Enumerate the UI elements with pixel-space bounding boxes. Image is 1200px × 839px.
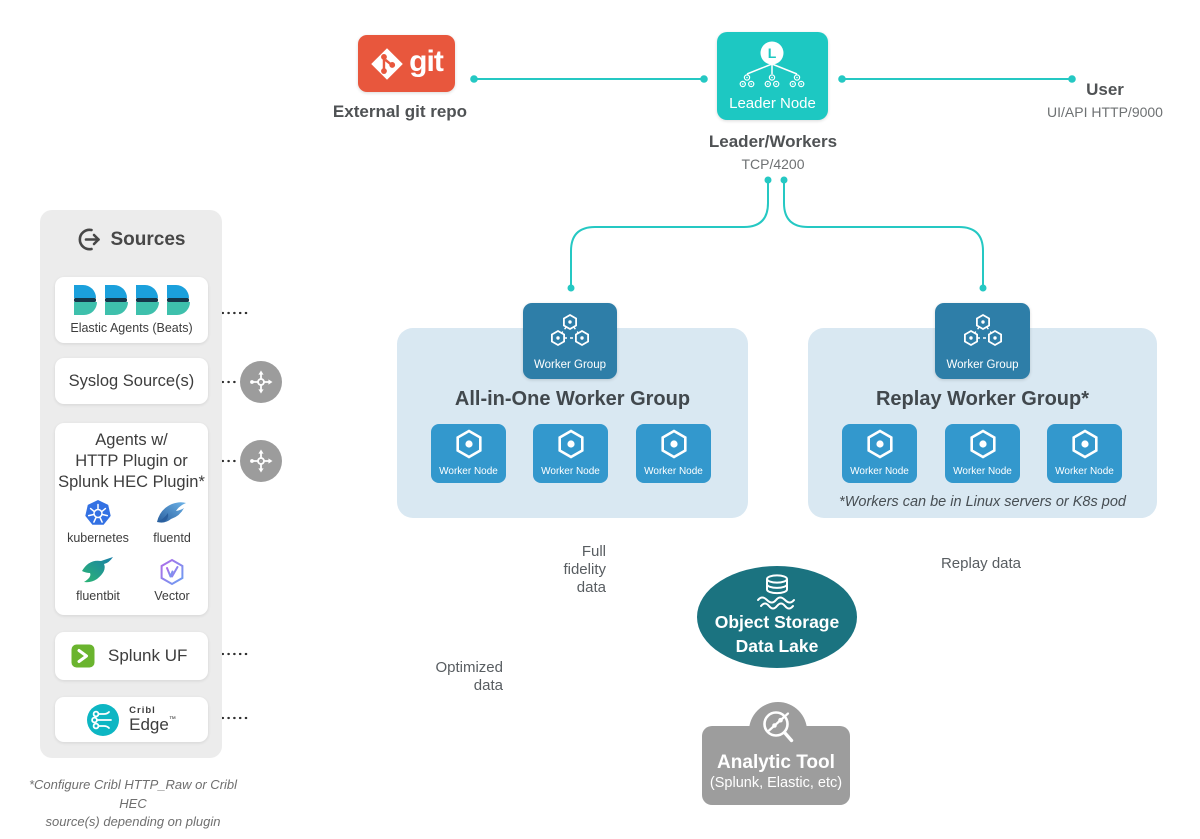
- analytic-tool-box: Analytic Tool (Splunk, Elastic, etc): [702, 726, 850, 805]
- cribl-edge-wordmark: Cribl Edge™: [129, 705, 176, 734]
- fluentbit-label: fluentbit: [76, 589, 120, 603]
- worker-node-label: Worker Node: [1055, 466, 1114, 477]
- worker-node-label: Worker Node: [644, 466, 703, 477]
- card-splunk-uf: Splunk UF: [55, 632, 208, 680]
- leader-node-label: Leader Node: [729, 95, 816, 112]
- branch-endpoint-dots: [567, 176, 987, 292]
- vector-icon: [160, 558, 184, 586]
- fluentbit-icon: [82, 557, 113, 583]
- vector-label: Vector: [154, 589, 190, 603]
- kubernetes-label: kubernetes: [67, 531, 129, 545]
- worker-node-icon: [557, 429, 584, 459]
- card-agents-plugins: Agents w/ HTTP Plugin or Splunk HEC Plug…: [55, 423, 208, 615]
- worker-node-icon: [866, 429, 893, 459]
- worker-node-label: Worker Node: [541, 466, 600, 477]
- splunk-uf-icon: [71, 644, 95, 668]
- leader-workers-caption: Leader/Workers: [708, 132, 838, 151]
- replay-group-footnote: *Workers can be in Linux servers or K8s …: [839, 494, 1126, 510]
- beats-icon: [73, 285, 97, 315]
- card-elastic-beats: Elastic Agents (Beats): [55, 277, 208, 343]
- agents-title: Agents w/ HTTP Plugin or Splunk HEC Plug…: [58, 431, 205, 491]
- worker-node-label: Worker Node: [953, 466, 1012, 477]
- cribl-edge-icon: [87, 703, 120, 736]
- sources-header: Sources: [40, 227, 222, 252]
- syslog-label: Syslog Source(s): [68, 371, 195, 390]
- splunk-uf-label: Splunk UF: [108, 646, 188, 665]
- replay-worker-group-container: Replay Worker Group* Worker Node Worker …: [808, 328, 1157, 518]
- svg-text:L: L: [768, 45, 777, 61]
- user-label: User: [1086, 80, 1124, 99]
- worker-node: Worker Node: [533, 424, 608, 483]
- fluentd-label: fluentd: [153, 531, 191, 545]
- kubernetes-icon: [85, 500, 111, 525]
- beats-icon: [166, 285, 190, 315]
- leader-node-box: L Leader Node: [717, 32, 828, 120]
- beats-icon: [104, 285, 128, 315]
- worker-group-badge-label: Worker Group: [946, 359, 1019, 371]
- arrows-cross-circle-icon: [250, 370, 273, 394]
- git-leader-line: [470, 75, 708, 83]
- sources-title: Sources: [110, 228, 186, 250]
- worker-group-badge: Worker Group: [935, 303, 1030, 379]
- worker-node: Worker Node: [1047, 424, 1122, 483]
- card-syslog: Syslog Source(s): [55, 358, 208, 404]
- load-balancer-circle: [240, 361, 282, 403]
- worker-node-label: Worker Node: [439, 466, 498, 477]
- beats-label: Elastic Agents (Beats): [70, 321, 193, 335]
- magnifier-chart-icon: [763, 711, 794, 743]
- leader-port-label: TCP/4200: [741, 156, 805, 172]
- hexagon-cluster-icon: [551, 313, 589, 347]
- analytic-tool-subtitle: (Splunk, Elastic, etc): [709, 775, 843, 791]
- fluentd-icon: [157, 502, 186, 523]
- sources-panel: Sources Elastic Agents (Beats) Syslog So…: [40, 210, 222, 758]
- hexagon-cluster-icon: [963, 313, 1002, 347]
- group-title: All-in-One Worker Group: [454, 388, 691, 410]
- user-port-label: UI/API HTTP/9000: [1047, 104, 1163, 120]
- git-caption: External git repo: [332, 102, 468, 121]
- lake-label-line2: Data Lake: [735, 636, 819, 656]
- exit-arrow-circle-icon: [78, 228, 100, 251]
- beats-icon: [135, 285, 159, 315]
- arrows-cross-circle-icon: [250, 449, 273, 473]
- worker-node-icon: [1071, 429, 1098, 459]
- load-balancer-circle: [240, 440, 282, 482]
- git-logo-text: git: [409, 44, 444, 78]
- leader-tree-icon: L: [739, 41, 805, 88]
- worker-node-icon: [455, 429, 482, 459]
- leader-workergroup-branches: [570, 180, 984, 288]
- all-in-one-worker-group-container: All-in-One Worker Group Worker Node Work…: [397, 328, 748, 518]
- leader-user-line: [838, 75, 1076, 83]
- worker-group-badge-label: Worker Group: [533, 359, 606, 371]
- analytic-tool-title: Analytic Tool: [717, 752, 835, 773]
- worker-group-badge: Worker Group: [523, 303, 617, 379]
- database-waves-icon: [757, 574, 795, 610]
- git-diamond-icon: [371, 47, 403, 80]
- worker-node: Worker Node: [842, 424, 917, 483]
- lake-label-line1: Object Storage: [714, 612, 840, 632]
- worker-node: Worker Node: [431, 424, 506, 483]
- worker-node-icon: [969, 429, 996, 459]
- git-box: git: [358, 35, 455, 92]
- card-cribl-edge: Cribl Edge™: [55, 697, 208, 742]
- sources-footnote: *Configure Cribl HTTP_Raw or Cribl HEC s…: [28, 777, 238, 829]
- worker-node-label: Worker Node: [850, 466, 909, 477]
- group-title: Replay Worker Group*: [875, 388, 1090, 410]
- beats-logos: [55, 285, 208, 315]
- worker-node: Worker Node: [636, 424, 711, 483]
- worker-node: Worker Node: [945, 424, 1020, 483]
- object-storage-data-lake: Object Storage Data Lake: [697, 566, 857, 668]
- worker-node-icon: [660, 429, 687, 459]
- replay-data-label: Replay data: [940, 555, 1022, 572]
